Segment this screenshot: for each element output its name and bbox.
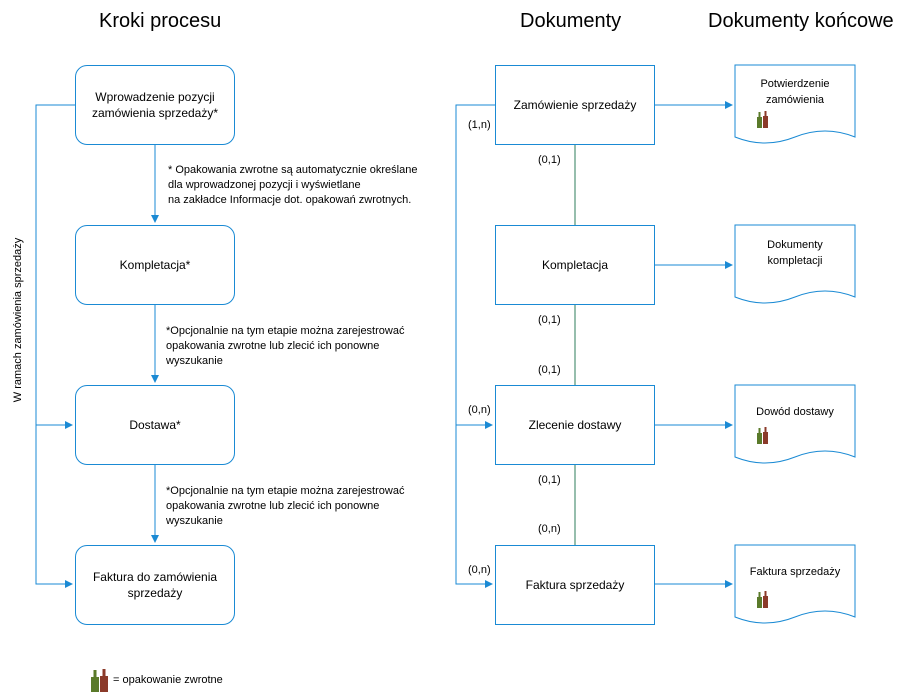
- step-box-picking: Kompletacja*: [75, 225, 235, 305]
- cardinality-delivery-above: (0,1): [538, 364, 561, 376]
- returnable-packaging-icon: [757, 591, 768, 608]
- step-label: Kompletacja*: [119, 258, 191, 272]
- header-final-documents: Dokumenty końcowe: [708, 10, 894, 32]
- final-doc-shape-2: [734, 224, 856, 304]
- final-doc-label: Potwierdzenie zamówienia: [760, 78, 830, 106]
- note-delivery: *Opcjonalnie na tym etapie można zarejes…: [166, 485, 405, 527]
- returnable-packaging-icon: [757, 427, 768, 444]
- cardinality-left-delivery: (0,n): [468, 404, 491, 416]
- step-box-order-entry: Wprowadzenie pozycji zamówienia sprzedaż…: [75, 65, 235, 145]
- cardinality-left-order: (1,n): [468, 119, 491, 131]
- doc-box-delivery-order: Zlecenie dostawy: [495, 385, 655, 465]
- final-doc-sales-invoice: Faktura sprzedaży: [740, 564, 850, 580]
- left-bracket: [35, 104, 75, 588]
- returnable-packaging-icon: [91, 669, 108, 692]
- final-doc-delivery-proof: Dowód dostawy: [740, 404, 850, 420]
- header-steps: Kroki procesu: [99, 10, 222, 32]
- final-doc-shape-4: [734, 544, 856, 624]
- step-label: Faktura do zamówienia sprzedaży: [92, 570, 218, 600]
- cardinality-pick-below: (0,1): [538, 314, 561, 326]
- doc-label: Zlecenie dostawy: [528, 418, 622, 432]
- final-doc-label: Faktura sprzedaży: [749, 566, 841, 578]
- final-doc-label: Dowód dostawy: [756, 406, 834, 418]
- doc-box-sales-invoice: Faktura sprzedaży: [495, 545, 655, 625]
- step-box-invoice: Faktura do zamówienia sprzedaży: [75, 545, 235, 625]
- doc-box-picking: Kompletacja: [495, 225, 655, 305]
- step-label: Wprowadzenie pozycji zamówienia sprzedaż…: [91, 90, 219, 120]
- note-order-entry: * Opakowania zwrotne są automatycznie ok…: [168, 164, 418, 206]
- doc-label: Faktura sprzedaży: [525, 578, 625, 592]
- vertical-scope-label: W ramach zamówienia sprzedaży: [12, 237, 24, 403]
- step-label: Dostawa*: [129, 418, 181, 432]
- doc-label: Kompletacja: [541, 258, 609, 272]
- cardinality-left-invoice: (0,n): [468, 564, 491, 576]
- doc-bracket: [455, 104, 495, 588]
- returnable-packaging-icon: [757, 111, 768, 128]
- doc-label: Zamówienie sprzedaży: [513, 98, 637, 112]
- final-doc-shape-3: [734, 384, 856, 464]
- cardinality-invoice-above: (0,n): [538, 523, 561, 535]
- final-doc-picking-documents: Dokumenty kompletacji: [740, 237, 850, 269]
- final-doc-order-confirmation: Potwierdzenie zamówienia: [740, 76, 850, 108]
- cardinality-order-below: (0,1): [538, 154, 561, 166]
- note-picking: *Opcjonalnie na tym etapie można zarejes…: [166, 325, 405, 367]
- step-box-delivery: Dostawa*: [75, 385, 235, 465]
- legend-label: = opakowanie zwrotne: [113, 674, 223, 686]
- header-documents: Dokumenty: [520, 10, 622, 32]
- doc-box-sales-order: Zamówienie sprzedaży: [495, 65, 655, 145]
- cardinality-delivery-below: (0,1): [538, 474, 561, 486]
- final-doc-label: Dokumenty kompletacji: [767, 239, 823, 267]
